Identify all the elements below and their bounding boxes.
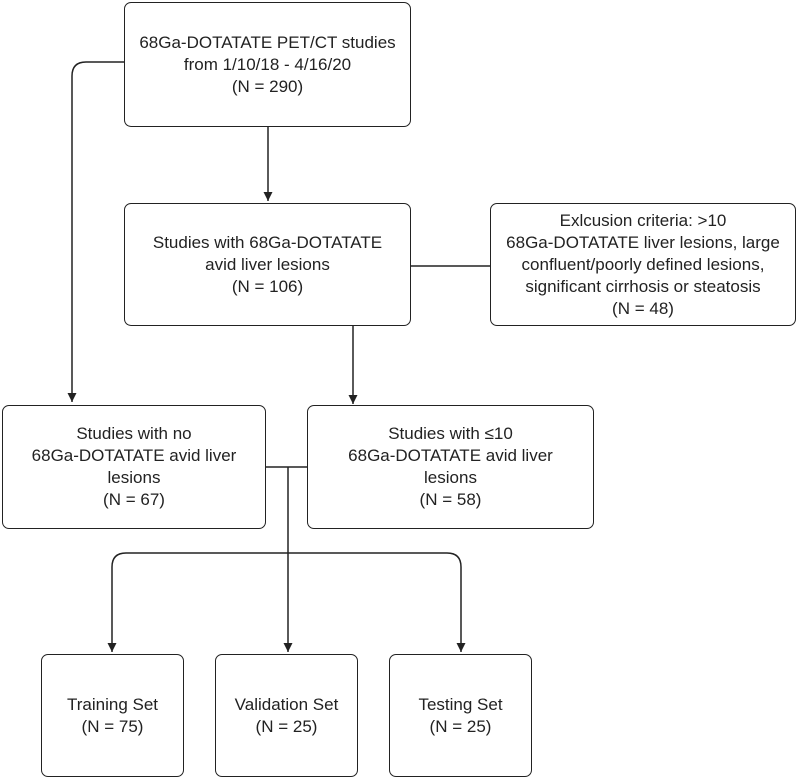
training-set-box: Training Set (N = 75): [41, 654, 184, 777]
testing-set-box: Testing Set (N = 25): [389, 654, 532, 777]
le10-line-1: Studies with ≤10: [388, 424, 513, 443]
testing-line-2: (N = 25): [429, 716, 492, 736]
no-avid-lesions-box: Studies with no 68Ga-DOTATATE avid liver…: [2, 405, 266, 529]
le10-line-4: (N = 58): [419, 490, 482, 509]
initial-studies-box: 68Ga-DOTATATE PET/CT studies from 1/10/1…: [124, 2, 411, 127]
no-avid-line-4: (N = 67): [103, 490, 165, 509]
testing-line-1: Testing Set: [418, 694, 503, 714]
le10-line-2: 68Ga-DOTATATE avid liver: [348, 446, 553, 465]
avid-line-1: Studies with 68Ga-DOTATATE: [152, 232, 383, 252]
validation-line-2: (N = 25): [255, 716, 318, 736]
no-avid-line-3: lesions: [107, 468, 161, 487]
initial-line-3: (N = 290): [231, 76, 304, 96]
exclusion-criteria-box: Exlcusion criteria: >10 68Ga-DOTATATE li…: [490, 203, 796, 326]
no-avid-line-2: 68Ga-DOTATATE avid liver: [31, 446, 237, 465]
arrow-to-training: [107, 552, 288, 652]
arrow-to-testing: [288, 552, 466, 652]
initial-line-2: from 1/10/18 - 4/16/20: [183, 54, 352, 74]
avid-line-3: (N = 106): [231, 276, 304, 296]
exclusion-line-1: Exlcusion criteria: >10: [559, 210, 727, 230]
training-line-2: (N = 75): [81, 716, 144, 736]
arrow-initial-to-no-avid: [67, 61, 124, 402]
exclusion-line-2: 68Ga-DOTATATE liver lesions, large: [506, 232, 780, 252]
no-avid-line-1: Studies with no: [76, 424, 192, 443]
initial-line-1: 68Ga-DOTATATE PET/CT studies: [139, 32, 396, 52]
exclusion-line-5: (N = 48): [612, 298, 674, 318]
validation-line-1: Validation Set: [234, 694, 339, 714]
exclusion-line-3: confluent/poorly defined lesions,: [521, 254, 765, 274]
avid-lesions-box: Studies with 68Ga-DOTATATE avid liver le…: [124, 203, 411, 326]
exclusion-line-4: significant cirrhosis or steatosis: [525, 276, 761, 296]
validation-set-box: Validation Set (N = 25): [215, 654, 358, 777]
le10-lesions-box: Studies with ≤10 68Ga-DOTATATE avid live…: [307, 405, 594, 529]
training-line-1: Training Set: [66, 694, 159, 714]
le10-line-3: lesions: [424, 468, 477, 487]
avid-line-2: avid liver lesions: [205, 254, 330, 274]
